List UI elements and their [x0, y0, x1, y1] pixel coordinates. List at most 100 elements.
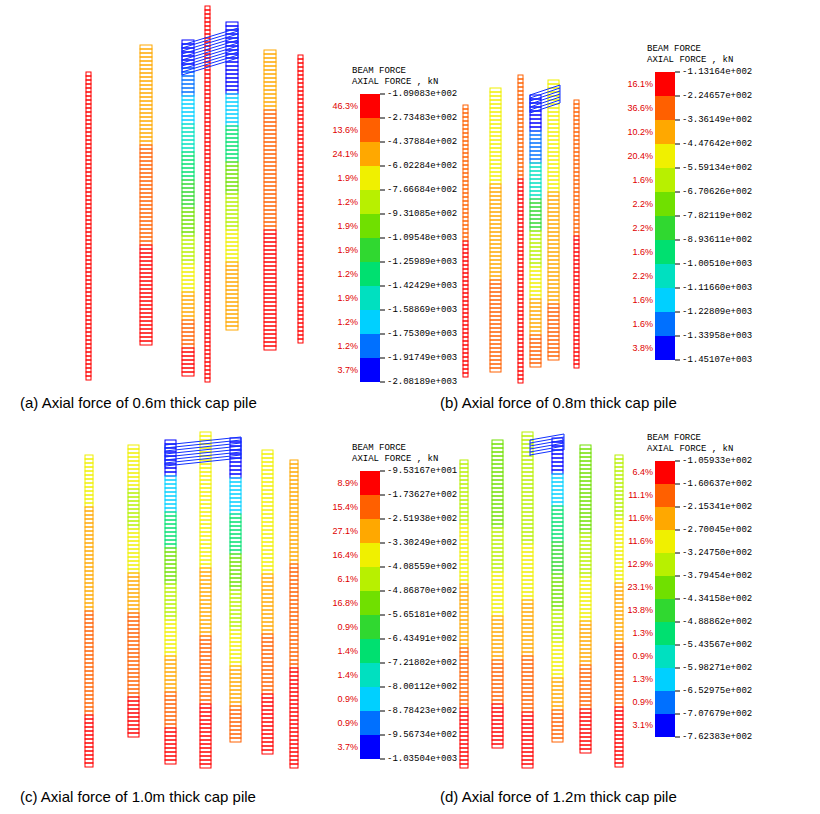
pile-segment: [182, 116, 194, 120]
pile-segment: [182, 136, 194, 140]
pile-segment: [140, 277, 152, 281]
pile-segment: [518, 299, 523, 303]
pile-segment: [460, 672, 468, 676]
pile-segment: [200, 504, 211, 508]
pile-segment: [262, 558, 273, 562]
pile-segment: [264, 50, 276, 54]
pile-segment: [492, 612, 503, 616]
pile-segment: [140, 141, 152, 145]
pile-segment: [200, 676, 211, 680]
pile-segment: [290, 572, 298, 576]
pile-segment: [615, 467, 623, 471]
pile-segment: [490, 232, 501, 236]
pile-segment: [128, 597, 139, 601]
pile-segment: [490, 348, 501, 352]
pile-segment: [290, 656, 298, 660]
pile-segment: [85, 487, 93, 491]
pile-segment: [85, 623, 93, 627]
pile-segment: [200, 588, 211, 592]
pile-segment: [85, 699, 93, 703]
pile-segment: [205, 238, 210, 242]
pile-segment: [552, 462, 563, 466]
pile-segment: [290, 636, 298, 640]
pile-segment: [182, 80, 194, 84]
pile-segment: [165, 660, 176, 664]
pile-segment: [490, 152, 501, 156]
pile-segment: [574, 184, 579, 188]
pile-segment: [264, 122, 276, 126]
pile-segment: [226, 174, 238, 178]
pile-segment: [580, 709, 591, 713]
pile-segment: [460, 660, 468, 664]
pile-segment: [580, 505, 591, 509]
pile-segment: [552, 622, 563, 626]
pile-segment: [490, 100, 501, 104]
pile-segment: [230, 730, 241, 734]
pile-segment: [463, 129, 468, 133]
pile-segment: [460, 760, 468, 764]
pile-segment: [165, 484, 176, 488]
pile-segment: [530, 339, 541, 343]
pile-segment: [128, 629, 139, 633]
pile-segment: [518, 331, 523, 335]
pile-segment: [85, 755, 93, 759]
pile-segment: [128, 669, 139, 673]
pile-segment: [182, 276, 194, 280]
pile-segment: [548, 268, 559, 272]
pile-segment: [85, 591, 93, 595]
pile-segment: [262, 610, 273, 614]
pile-segment: [490, 220, 501, 224]
pile-segment: [522, 612, 533, 616]
pile-segment: [615, 723, 623, 727]
pile-segment: [518, 351, 523, 355]
pile-segment: [86, 304, 91, 308]
pile-segment: [86, 264, 91, 268]
pile-segment: [552, 642, 563, 646]
pile-segment: [615, 727, 623, 731]
pile-segment: [548, 144, 559, 148]
pile-segment: [264, 62, 276, 66]
pile-segment: [460, 512, 468, 516]
pile-segment: [128, 725, 139, 729]
pile-segment: [548, 228, 559, 232]
pile-segment: [615, 535, 623, 539]
pile-segment: [548, 108, 559, 112]
pile-segment: [230, 594, 241, 598]
pile-segment: [530, 199, 541, 203]
pile-segment: [460, 600, 468, 604]
pile-segment: [615, 455, 623, 459]
pile-segment: [552, 686, 563, 690]
pile-segment: [200, 468, 211, 472]
pile-segment: [264, 262, 276, 266]
pile-segment: [182, 176, 194, 180]
pile-segment: [298, 143, 303, 147]
pile-segment: [182, 112, 194, 116]
pile-segment: [230, 626, 241, 630]
pile-segment: [262, 506, 273, 510]
pile-segment: [580, 549, 591, 553]
pile-segment: [140, 281, 152, 285]
pile-segment: [490, 248, 501, 252]
pile-segment: [580, 525, 591, 529]
pile-segment: [226, 94, 238, 98]
pile-segment: [298, 191, 303, 195]
pile-segment: [490, 280, 501, 284]
pile-segment: [86, 228, 91, 232]
pile-segment: [262, 750, 273, 754]
pile-segment: [518, 219, 523, 223]
pile-segment: [165, 532, 176, 536]
pile-segment: [200, 752, 211, 756]
pile-segment: [552, 574, 563, 578]
pile-segment: [463, 269, 468, 273]
pile-segment: [85, 651, 93, 655]
pile-segment: [463, 193, 468, 197]
pile-segment: [290, 480, 298, 484]
pile-segment: [140, 285, 152, 289]
pile-segment: [200, 616, 211, 620]
pile-segment: [463, 257, 468, 261]
pile-segment: [264, 102, 276, 106]
pile-segment: [140, 333, 152, 337]
pile-segment: [140, 165, 152, 169]
pile-segment: [492, 512, 503, 516]
pile-segment: [85, 711, 93, 715]
